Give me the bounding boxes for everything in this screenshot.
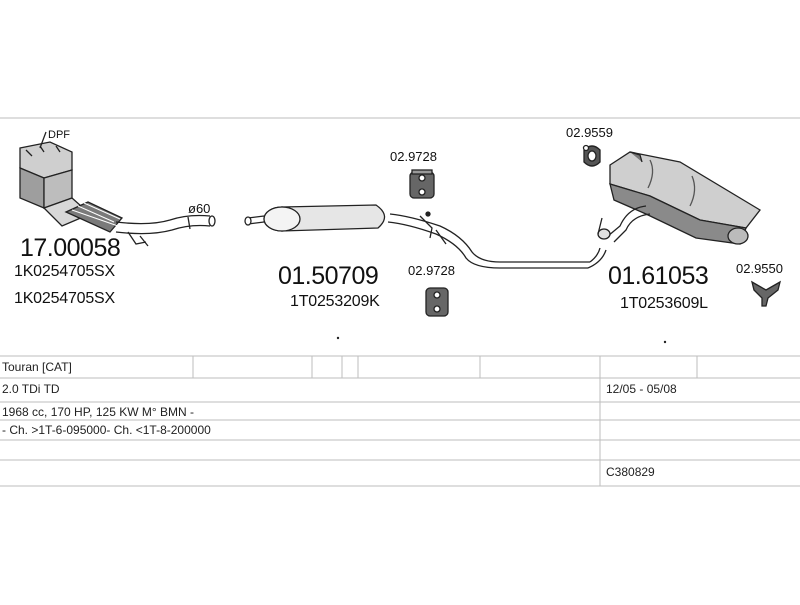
clamp-code: 02.9550	[736, 261, 783, 276]
frame-lines	[0, 117, 800, 487]
dot-mark	[663, 340, 667, 344]
table-chassis: - Ch. >1T-6-095000- Ch. <1T-8-200000	[2, 423, 211, 437]
hanger-2-drawing	[425, 287, 449, 317]
rear-silencer-oem: 1T0253609L	[620, 295, 708, 312]
dot-mark	[336, 336, 340, 340]
table-specs: 1968 cc, 170 HP, 125 KW M° BMN -	[2, 405, 194, 419]
rubber-ring-drawing	[582, 144, 601, 167]
dpf-drawing	[19, 131, 216, 247]
middle-silencer-oem: 1T0253209K	[290, 293, 380, 310]
dpf-code: 17.00058	[20, 234, 121, 262]
dpf-tag: DPF	[48, 129, 70, 141]
rubber-ring-code: 02.9559	[566, 125, 613, 140]
hanger-1-drawing	[409, 169, 435, 199]
clamp-drawing	[750, 280, 782, 307]
table-years: 12/05 - 05/08	[606, 382, 677, 396]
dpf-oem-1: 1K0254705SX	[14, 263, 116, 280]
table-model: Touran [CAT]	[2, 360, 72, 374]
rear-silencer-code: 01.61053	[608, 262, 709, 290]
middle-silencer-drawing	[244, 204, 607, 269]
rear-silencer-drawing	[597, 151, 761, 245]
hanger-1-code: 02.9728	[390, 149, 437, 164]
hanger-2-code: 02.9728	[408, 263, 455, 278]
table-kit-code: C380829	[606, 465, 655, 479]
table-engine: 2.0 TDi TD	[2, 382, 60, 396]
middle-silencer-code: 01.50709	[278, 262, 379, 290]
diameter-label: ø60	[188, 201, 211, 216]
dpf-oem-2: 1K0254705SX	[14, 290, 116, 307]
